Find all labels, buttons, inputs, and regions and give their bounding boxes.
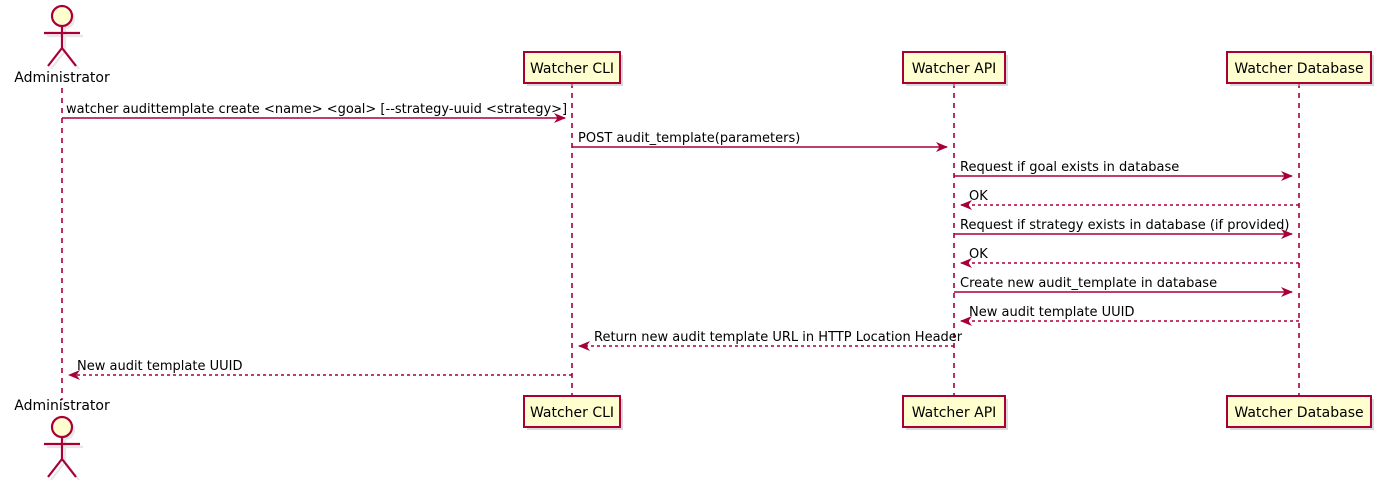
participant-watcher-cli-bottom[interactable]: Watcher CLI: [523, 395, 623, 430]
participant-box[interactable]: [1226, 51, 1372, 84]
message-7[interactable]: Create new audit_template in database: [954, 276, 1293, 297]
message-2[interactable]: POST audit_template(parameters): [572, 131, 948, 152]
actor-administrator-bottom[interactable]: Administrator: [14, 398, 110, 481]
actor-leg-right: [61, 47, 77, 67]
participant-label-watcher-cli-bottom: Watcher CLI: [530, 405, 614, 421]
participant-label-watcher-api-top: Watcher API: [912, 61, 997, 77]
participant-watcher-database-bottom[interactable]: Watcher Database: [1226, 395, 1374, 430]
message-label: Create new audit_template in database: [960, 276, 1217, 291]
participant-label-watcher-database-top: Watcher Database: [1234, 61, 1363, 77]
message-label: OK: [969, 189, 988, 204]
participant-box[interactable]: [523, 51, 621, 84]
message-1[interactable]: watcher audittemplate create <name> <goa…: [62, 102, 567, 123]
participant-label-watcher-database-bottom: Watcher Database: [1234, 405, 1363, 421]
message-10[interactable]: New audit template UUID: [68, 359, 572, 380]
participant-label-watcher-cli-top: Watcher CLI: [530, 61, 614, 77]
message-6[interactable]: OK: [960, 247, 1299, 268]
message-9[interactable]: Return new audit template URL in HTTP Lo…: [578, 330, 963, 351]
participant-watcher-cli-top[interactable]: Watcher CLI: [523, 51, 623, 86]
actor-administrator-top[interactable]: Administrator: [14, 4, 110, 86]
participant-box[interactable]: [523, 395, 621, 428]
message-3[interactable]: Request if goal exists in database: [954, 160, 1293, 181]
message-label: Request if strategy exists in database (…: [960, 218, 1289, 233]
message-8[interactable]: New audit template UUID: [960, 305, 1299, 326]
message-label: watcher audittemplate create <name> <goa…: [66, 102, 567, 117]
message-label: OK: [969, 247, 988, 262]
participant-watcher-api-bottom[interactable]: Watcher API: [902, 395, 1008, 430]
message-label: New audit template UUID: [77, 359, 242, 374]
message-5[interactable]: Request if strategy exists in database (…: [954, 218, 1293, 239]
message-label: Return new audit template URL in HTTP Lo…: [594, 330, 963, 345]
actor-leg-right-bottom: [61, 458, 77, 478]
message-label: Request if goal exists in database: [960, 160, 1179, 175]
participant-box[interactable]: [902, 395, 1006, 428]
message-label: New audit template UUID: [969, 305, 1134, 320]
actor-label-administrator-bottom: Administrator: [14, 398, 110, 414]
message-4[interactable]: OK: [960, 189, 1299, 210]
actor-leg-left-bottom: [47, 458, 63, 478]
actor-leg-left: [47, 47, 63, 67]
actor-label-administrator-top: Administrator: [14, 70, 110, 86]
actor-head-icon-bottom: [50, 415, 74, 439]
message-label: POST audit_template(parameters): [578, 131, 800, 146]
participant-label-watcher-api-bottom: Watcher API: [912, 405, 997, 421]
participant-box[interactable]: [902, 51, 1006, 84]
lifelines: [61, 83, 1300, 400]
participant-watcher-api-top[interactable]: Watcher API: [902, 51, 1008, 86]
participant-watcher-database-top[interactable]: Watcher Database: [1226, 51, 1374, 86]
participant-box[interactable]: [1226, 395, 1372, 428]
actor-head-icon: [50, 4, 74, 28]
